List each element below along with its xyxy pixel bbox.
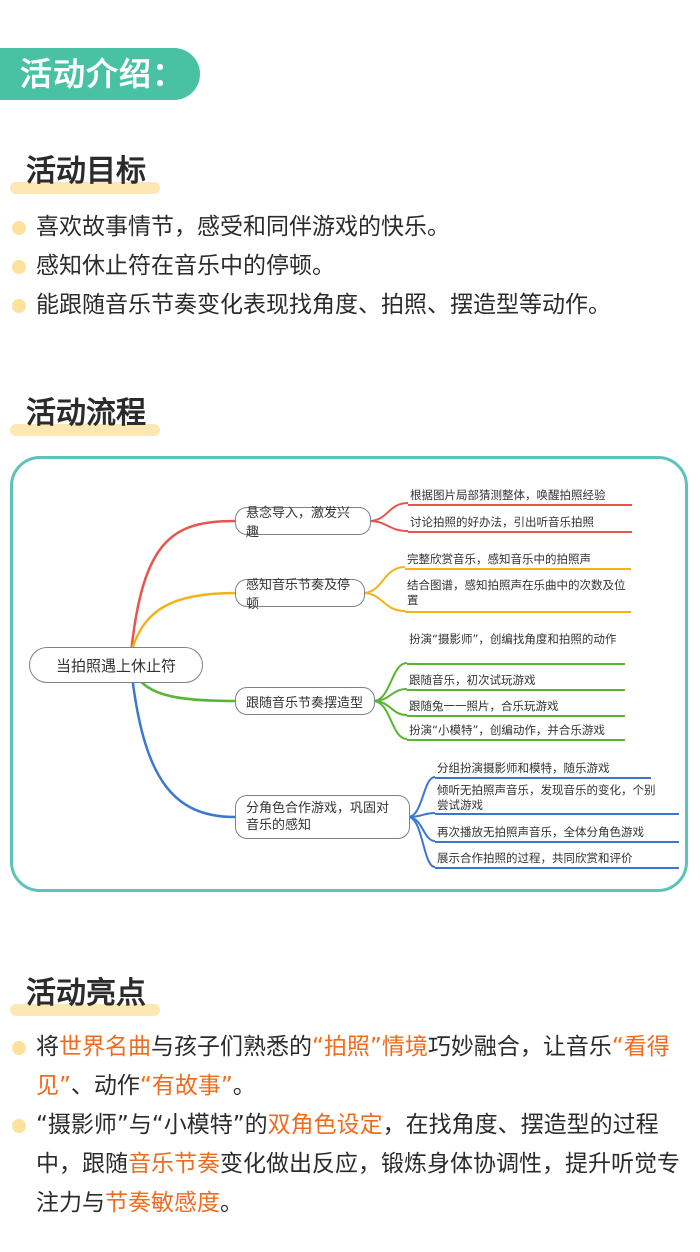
bullet-dot (12, 299, 26, 313)
highlight-text: ，在找角度、摆造型的过程中，跟随 (36, 1112, 659, 1177)
goals-list: 喜欢故事情节，感受和同伴游戏的快乐。 感知休止符在音乐中的停顿。 能跟随音乐节奏… (12, 208, 611, 325)
highlight-text: 将 (36, 1034, 59, 1060)
leaf-underline (405, 568, 631, 570)
highlight-keyword: 双角色设定 (267, 1112, 383, 1138)
highlights-title-text: 活动亮点 (26, 976, 146, 1011)
highlight-text: 、动作 (70, 1073, 140, 1099)
highlights-title: 活动亮点 (10, 968, 160, 1016)
leaf-underline (407, 689, 625, 691)
leaf-text: 结合图谱，感知拍照声在乐曲中的次数及位置 (407, 578, 626, 607)
leaf-underline (407, 715, 625, 717)
mindmap-frame: 当拍照遇上休止符 悬念导入，激发兴趣 感知音乐节奏及停顿 跟随音乐节奏摆造型 分… (10, 456, 688, 892)
bullet-dot (12, 221, 26, 235)
goal-text: 能跟随音乐节奏变化表现找角度、拍照、摆造型等动作。 (36, 292, 611, 318)
list-item: 能跟随音乐节奏变化表现找角度、拍照、摆造型等动作。 (12, 286, 611, 325)
branch-node: 感知音乐节奏及停顿 (235, 578, 365, 612)
highlight-keyword: 音乐节奏 (128, 1151, 220, 1177)
leaf-text: 讨论拍照的好办法，引出听音乐拍照 (410, 515, 594, 529)
leaf-text: 扮演“摄影师”，创编找角度和拍照的动作 (409, 632, 617, 646)
highlight-text: 。 (220, 1190, 243, 1216)
bullet-dot (12, 260, 26, 274)
highlight-keyword: “拍照”情境 (312, 1034, 428, 1060)
highlight-keyword: 节奏敏感度 (105, 1190, 220, 1216)
list-item: “摄影师”与“小模特”的双角色设定，在找角度、摆造型的过程中，跟随音乐节奏变化做… (12, 1106, 696, 1223)
flow-title-text: 活动流程 (26, 396, 146, 431)
branch-node: 跟随音乐节奏摆造型 (235, 687, 375, 715)
leaf-underline (407, 739, 625, 741)
leaf-text: 根据图片局部猜测整体，唤醒拍照经验 (410, 488, 606, 502)
leaf-underline (435, 813, 679, 815)
leaf-text: 分组扮演摄影师和模特，随乐游戏 (437, 761, 610, 775)
intro-banner: 活动介绍： (0, 48, 200, 100)
leaf-text: 倾听无拍照声音乐，发现音乐的变化，个别尝试游戏 (437, 783, 656, 812)
list-item: 喜欢故事情节，感受和同伴游戏的快乐。 (12, 208, 611, 247)
list-item: 将世界名曲与孩子们熟悉的“拍照”情境巧妙融合，让音乐“看得见”、动作“有故事”。 (12, 1028, 696, 1106)
highlight-keyword: 世界名曲 (59, 1034, 151, 1060)
highlight-text: “摄影师”与“小模特”的 (36, 1112, 268, 1138)
leaf-text: 完整欣赏音乐，感知音乐中的拍照声 (407, 552, 591, 566)
highlight-text: 巧妙融合，让音乐 (427, 1034, 612, 1060)
goals-title: 活动目标 (10, 146, 160, 194)
leaf-underline (405, 611, 631, 613)
leaf-underline (435, 867, 679, 869)
highlight-text: 变化做出反应，锻炼身体协调性，提升听觉专注力与 (36, 1151, 680, 1216)
highlight-keyword: “看得见” (36, 1034, 670, 1099)
leaf-underline (407, 663, 625, 665)
bullet-dot (12, 1041, 26, 1055)
mindmap-root: 当拍照遇上休止符 (29, 647, 203, 683)
leaf-text: 跟随兔一一照片，合乐玩游戏 (409, 699, 559, 713)
leaf-text: 扮演“小模特”，创编动作，并合乐游戏 (409, 723, 605, 737)
highlight-text: 。 (232, 1073, 256, 1099)
goal-text: 感知休止符在音乐中的停顿。 (36, 253, 335, 279)
goal-text: 喜欢故事情节，感受和同伴游戏的快乐。 (36, 214, 450, 240)
leaf-underline (435, 841, 679, 843)
highlight-keyword: “有故事” (139, 1073, 233, 1099)
leaf-text: 跟随音乐，初次试玩游戏 (409, 673, 536, 687)
list-item: 感知休止符在音乐中的停顿。 (12, 247, 611, 286)
leaf-underline (408, 504, 632, 506)
bullet-dot (12, 1119, 26, 1133)
leaf-text: 再次播放无拍照声音乐，全体分角色游戏 (437, 825, 644, 839)
leaf-text: 展示合作拍照的过程，共同欣赏和评价 (437, 851, 633, 865)
branch-node: 悬念导入，激发兴趣 (235, 506, 371, 540)
flow-title: 活动流程 (10, 388, 160, 436)
leaf-underline (435, 777, 651, 779)
branch-node: 分角色合作游戏，巩固对音乐的感知 (235, 795, 410, 839)
highlights-list: 将世界名曲与孩子们熟悉的“拍照”情境巧妙融合，让音乐“看得见”、动作“有故事”。… (12, 1028, 696, 1223)
goals-title-text: 活动目标 (26, 154, 146, 189)
leaf-underline (408, 531, 632, 533)
highlight-text: 与孩子们熟悉的 (151, 1034, 312, 1060)
